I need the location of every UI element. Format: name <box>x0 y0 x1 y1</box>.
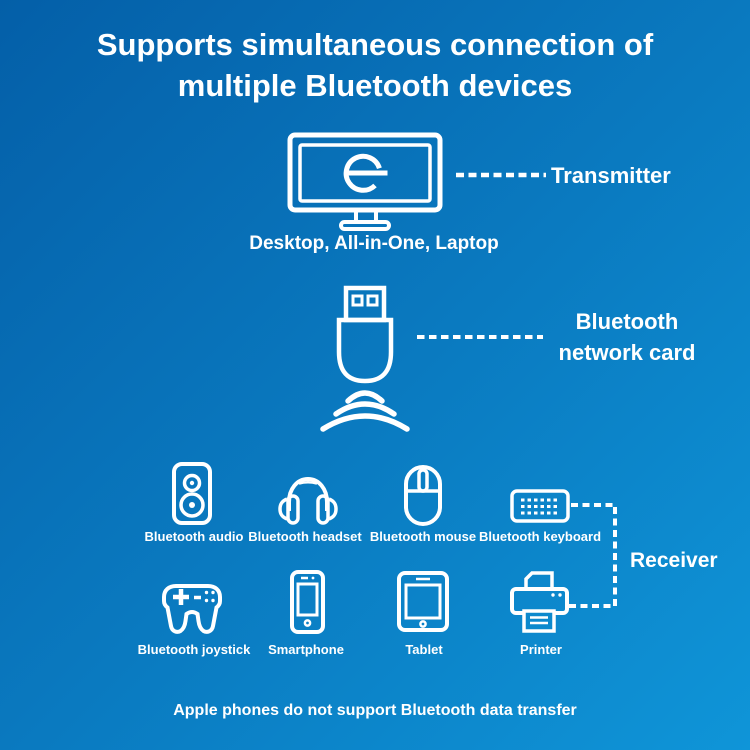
page-title: Supports simultaneous connection of mult… <box>97 24 653 106</box>
gamepad-icon <box>162 584 222 634</box>
transmitter-label: Transmitter <box>551 163 671 188</box>
footnote: Apple phones do not support Bluetooth da… <box>173 702 577 719</box>
usb-dongle-icon <box>336 285 394 384</box>
device-label-printer: Printer <box>520 642 562 657</box>
device-label-tablet: Tablet <box>405 642 443 657</box>
adapter-label-line2: network card <box>558 340 696 365</box>
headphones-icon <box>278 476 338 525</box>
transmitter-caption: Desktop, All-in-One, Laptop <box>249 233 499 254</box>
device-label-bluetooth-headset: Bluetooth headset <box>248 529 362 544</box>
receiver-bracket-line <box>567 503 617 608</box>
receiver-label: Receiver <box>630 549 718 572</box>
keyboard-icon <box>510 489 570 523</box>
signal-waves-icon <box>320 390 410 432</box>
device-label-bluetooth-audio: Bluetooth audio <box>144 529 244 544</box>
monitor-icon <box>287 132 443 231</box>
tablet-icon <box>397 571 449 632</box>
smartphone-icon <box>290 570 325 634</box>
adapter-label: Bluetooth network card <box>559 306 696 368</box>
device-label-bluetooth-mouse: Bluetooth mouse <box>369 529 477 544</box>
page-title-line1: Supports simultaneous connection of <box>96 27 654 62</box>
page-title-line2: multiple Bluetooth devices <box>177 68 573 103</box>
device-label-smartphone: Smartphone <box>268 642 344 657</box>
adapter-label-line1: Bluetooth <box>575 309 679 334</box>
mouse-icon <box>404 465 442 526</box>
printer-icon <box>510 571 569 633</box>
device-label-bluetooth-joystick: Bluetooth joystick <box>137 642 251 657</box>
device-label-bluetooth-keyboard: Bluetooth keyboard <box>478 529 602 544</box>
e-logo <box>343 153 388 193</box>
speaker-icon <box>172 462 212 525</box>
